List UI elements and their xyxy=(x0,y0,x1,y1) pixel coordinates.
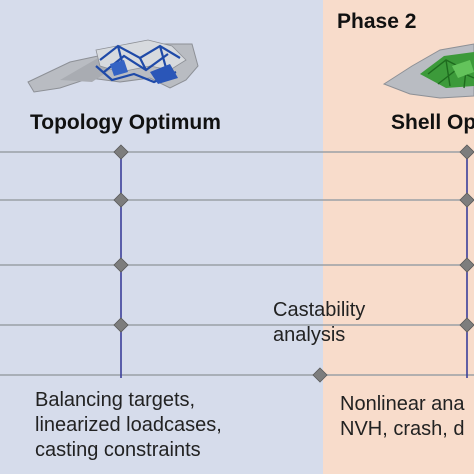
note-line: linearized loadcases, xyxy=(35,414,222,436)
milestone-diamond xyxy=(459,257,474,273)
note-line: NVH, crash, d xyxy=(340,418,465,440)
castability-analysis-note: Castability analysis xyxy=(273,298,365,348)
note-line: Balancing targets, xyxy=(35,389,196,411)
milestone-diamond xyxy=(113,317,129,333)
shell-casting-model-image xyxy=(382,43,474,99)
milestone-diamond xyxy=(113,192,129,208)
note-line: Castability xyxy=(273,299,366,321)
shell-analysis-note: Nonlinear ana NVH, crash, d xyxy=(340,392,465,442)
milestone-diamond xyxy=(113,144,129,160)
topology-optimum-heading: Topology Optimum xyxy=(30,111,221,134)
topology-casting-model-image xyxy=(27,39,199,93)
milestone-diamond xyxy=(459,144,474,160)
topology-constraints-note: Balancing targets, linearized loadcases,… xyxy=(35,388,222,463)
milestone-diamond xyxy=(459,317,474,333)
phase-2-label: Phase 2 xyxy=(337,10,417,33)
note-line: Nonlinear ana xyxy=(340,393,465,415)
milestone-diamond xyxy=(312,367,328,383)
milestone-diamond xyxy=(459,192,474,208)
note-line: analysis xyxy=(273,324,346,346)
milestone-diamond xyxy=(113,257,129,273)
shell-optimum-heading: Shell Op xyxy=(391,111,474,134)
note-line: casting constraints xyxy=(35,439,201,461)
